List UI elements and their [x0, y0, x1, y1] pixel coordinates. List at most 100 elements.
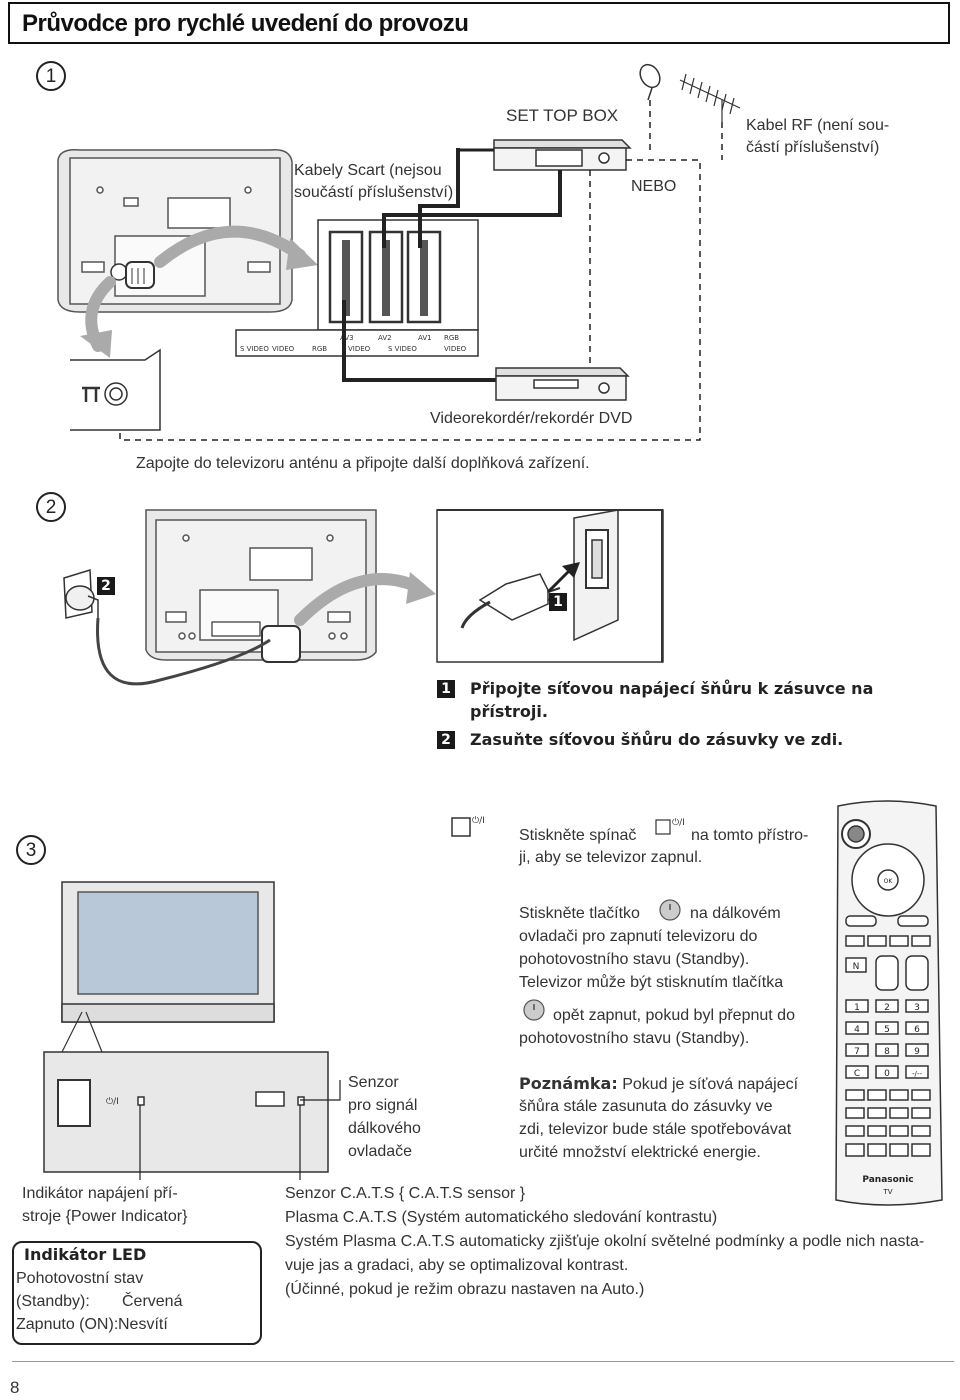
set-top-box [493, 139, 632, 171]
sensor-label-4: ovladače [348, 1143, 413, 1160]
press-switch-line-2: ji, aby se televizor zapnul. [519, 849, 703, 866]
scart-label-av2: AV2 [378, 334, 392, 342]
svg-text:2: 2 [884, 1003, 890, 1013]
power-indicator-label-1: Indikátor napájení pří- [22, 1185, 178, 1202]
press-switch-line-1b: na tomto přístro- [691, 827, 809, 844]
svg-text:7: 7 [854, 1047, 860, 1057]
remote-control [835, 800, 943, 1206]
rf-cable-label-2: částí příslušenství) [746, 139, 880, 156]
tv-front [61, 881, 275, 1023]
footer-divider [12, 1361, 954, 1362]
svg-text:S VIDEO: S VIDEO [240, 345, 269, 353]
svg-text:⏻/I: ⏻/I [106, 1096, 119, 1107]
instruction-2-badge: 2 [437, 731, 455, 749]
step-1-number: 1 [36, 61, 66, 91]
svg-text:Panasonic: Panasonic [862, 1175, 913, 1185]
tv-back-step2 [145, 509, 377, 661]
satellite-dish [639, 63, 661, 101]
or-label: NEBO [631, 178, 677, 195]
note-line-3: zdi, televizor bude stále spotřebovávat [519, 1121, 792, 1138]
wall-socket [63, 568, 99, 619]
svg-text:6: 6 [914, 1025, 920, 1035]
svg-text:9: 9 [914, 1047, 920, 1057]
power-indicator-label-2: stroje {Power Indicator} [22, 1208, 188, 1225]
step-2-number: 2 [36, 492, 66, 522]
led-title: Indikátor LED [24, 1245, 147, 1264]
sensor-label-2: pro signál [348, 1097, 418, 1114]
cats-line-3: Systém Plasma C.A.T.S automaticky zjišťu… [285, 1233, 925, 1250]
led-indicator-box: Indikátor LED Pohotovostní stav (Standby… [12, 1241, 262, 1345]
cats-line-4: vuje jas a gradaci, aby se optimalizoval… [285, 1257, 629, 1274]
antenna-input-inset [70, 348, 161, 431]
note-line-1: Poznámka: Pokud je síťová napájecí [519, 1073, 798, 1096]
page-number: 8 [10, 1378, 20, 1397]
svg-text:8: 8 [884, 1047, 890, 1057]
press-button-line-6: pohotovostního stavu (Standby). [519, 1030, 750, 1047]
svg-text:S VIDEO: S VIDEO [388, 345, 417, 353]
svg-text:N: N [853, 962, 860, 972]
instruction-1-badge: 1 [437, 680, 455, 698]
page-title: Průvodce pro rychlé uvedení do provozu [22, 10, 469, 37]
page-header: Průvodce pro rychlé uvedení do provozu [8, 2, 950, 44]
plug-in-wall-badge: 2 [97, 577, 115, 595]
power-switch-icon [451, 817, 471, 837]
led-standby-label-2: (Standby): [16, 1293, 90, 1310]
step1-instruction: Zapojte do televizoru anténu a připojte … [136, 455, 590, 472]
svg-text:RGB: RGB [444, 334, 459, 342]
sensor-label-3: dálkového [348, 1120, 421, 1137]
instruction-1-line-2: přístroji. [470, 702, 548, 721]
svg-text:1: 1 [854, 1003, 860, 1013]
inline-switch-icon [655, 819, 671, 835]
svg-text:4: 4 [854, 1025, 860, 1035]
plug-in-tv-badge: 1 [549, 593, 567, 611]
svg-text:C: C [854, 1069, 860, 1079]
press-button-line-1a: Stiskněte tlačítko [519, 905, 640, 922]
press-button-line-4: Televizor může být stisknutím tlačítka [519, 974, 784, 991]
cats-line-2: Plasma C.A.T.S (Systém automatického sle… [285, 1209, 718, 1226]
svg-text:0: 0 [884, 1069, 890, 1079]
svg-text:OK: OK [884, 878, 894, 885]
recorder-label: Videorekordér/rekordér DVD [430, 410, 633, 427]
cats-line-1: Senzor C.A.T.S { C.A.T.S sensor } [285, 1185, 526, 1202]
press-button-line-1b: na dálkovém [690, 905, 781, 922]
inline-switch-symbol: ⏻/I [672, 818, 685, 828]
standby-icon [523, 899, 681, 1021]
step-3-number: 3 [16, 835, 46, 865]
rf-cable-label-1: Kabel RF (není sou- [746, 117, 890, 134]
led-standby-label: Pohotovostní stav [16, 1270, 144, 1287]
svg-text:VIDEO: VIDEO [272, 345, 295, 353]
scart-cables-label-2: součástí příslušenství) [294, 184, 454, 201]
power-inlet-inset [436, 509, 664, 663]
svg-text:3: 3 [914, 1003, 920, 1013]
instruction-2-line: Zasuňte síťovou šňůru do zásuvky ve zdi. [470, 730, 844, 749]
led-standby-value: Červená [122, 1293, 183, 1310]
set-top-box-label: SET TOP BOX [506, 106, 619, 125]
press-button-line-3: pohotovostního stavu (Standby). [519, 951, 750, 968]
led-on-value: Nesvítí [118, 1316, 168, 1333]
svg-text:5: 5 [884, 1025, 890, 1035]
scart-cables-label-1: Kabely Scart (nejsou [294, 162, 442, 179]
instruction-1-line-1: Připojte síťovou napájecí šňůru k zásuvc… [470, 679, 874, 698]
note-text-1: Pokud je síťová napájecí [622, 1076, 799, 1093]
press-switch-line-1a: Stiskněte spínač [519, 827, 637, 844]
sensor-label-1: Senzor [348, 1074, 399, 1091]
note-line-2: šňůra stále zasunuta do zásuvky ve [519, 1098, 773, 1115]
switch-symbol: ⏻/I [472, 816, 485, 826]
svg-text:VIDEO: VIDEO [348, 345, 371, 353]
note-line-4: určité množství elektrické energie. [519, 1144, 761, 1161]
cats-line-5: (Účinné, pokud je režim obrazu nastaven … [285, 1281, 645, 1298]
led-on-label: Zapnuto (ON): [16, 1316, 119, 1333]
scart-label-av3: AV3 [340, 334, 354, 342]
control-panel-zoom [43, 1051, 329, 1173]
rf-antenna [679, 73, 741, 122]
svg-text:RGB: RGB [312, 345, 327, 353]
svg-text:VIDEO: VIDEO [444, 345, 467, 353]
press-button-line-5: opět zapnut, pokud byl přepnut do [553, 1007, 795, 1024]
press-button-line-2: ovladači pro zapnutí televizoru do [519, 928, 758, 945]
note-label: Poznámka: [519, 1074, 618, 1093]
scart-label-av1: AV1 [418, 334, 432, 342]
video-recorder [495, 367, 630, 401]
svg-text:TV: TV [882, 1188, 892, 1196]
